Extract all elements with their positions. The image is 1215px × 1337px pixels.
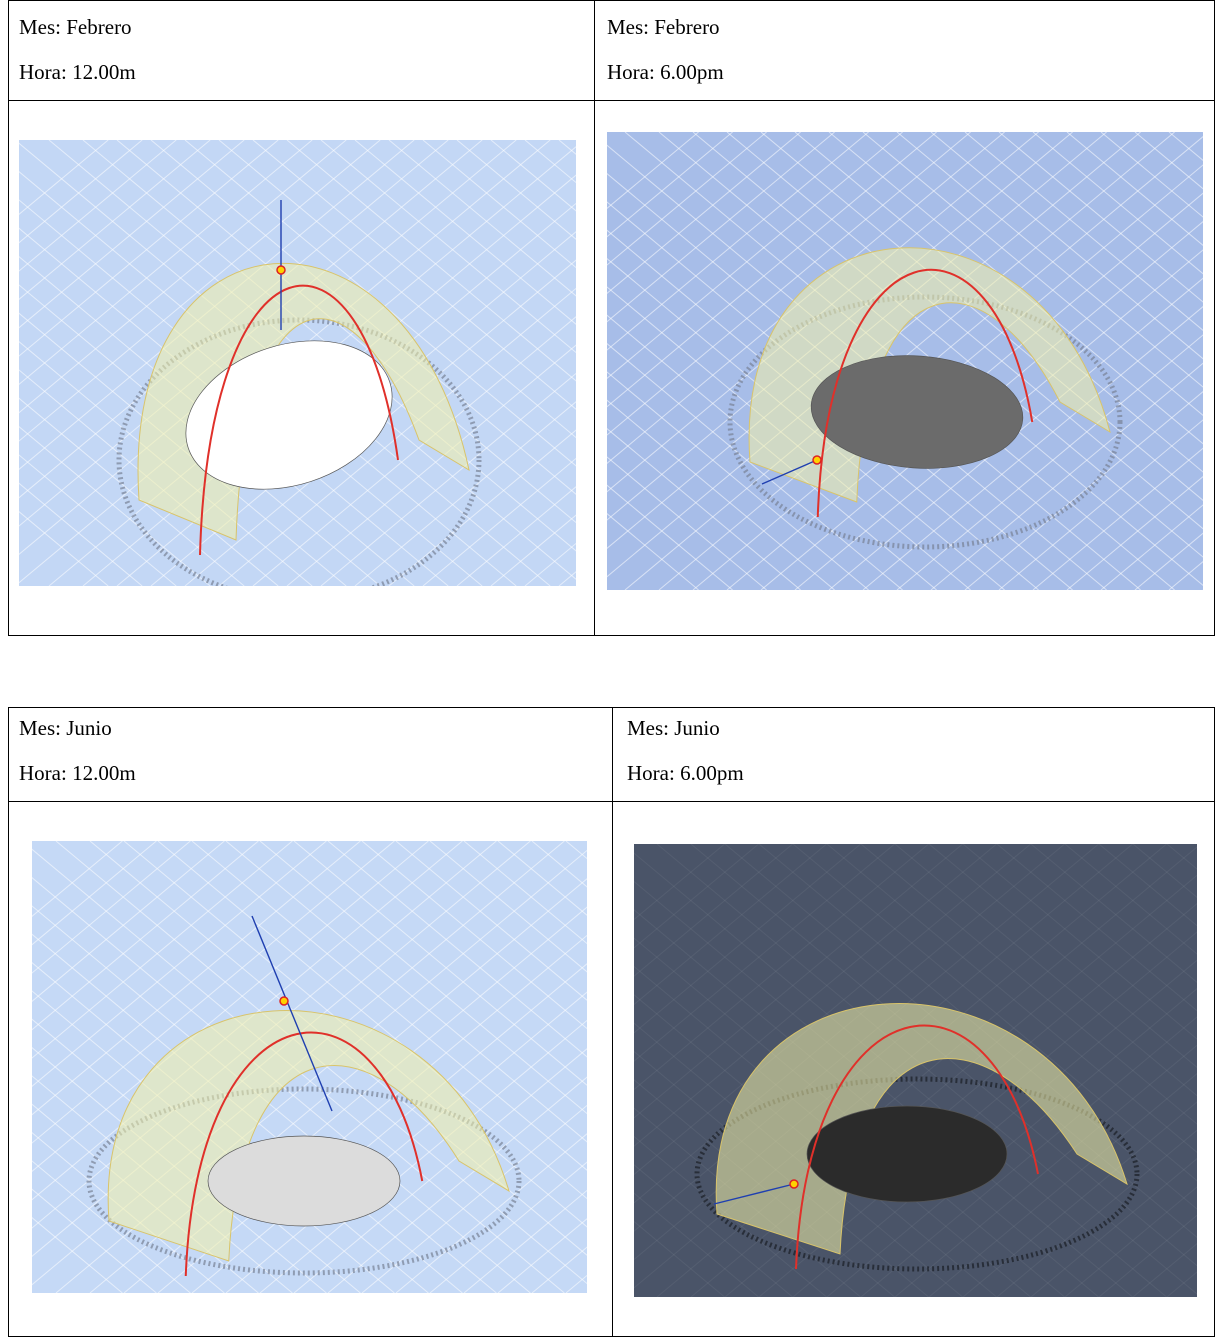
table-february: Mes: Febrero Hora: 12.00m Mes: Febrero H… [8,0,1215,636]
column-divider [612,708,613,1336]
sun-path-diagram-june-6pm-canvas [634,844,1197,1297]
compass-ring [86,1086,522,1276]
row-divider [9,801,1214,802]
sun-path-diagram-june-6pm [634,844,1197,1297]
sun-path-band [715,1003,1128,1255]
sun-path-diagram-february-noon-canvas [19,140,576,586]
cell-time-label: Hora: 6.00pm [607,60,724,84]
plot-background [634,844,1197,1297]
site-ellipse [806,1105,1008,1203]
table-june: Mes: Junio Hora: 12.00m Mes: Junio Hora:… [8,707,1215,1337]
sun-position-marker [812,455,822,465]
daily-sun-path-line [199,284,399,556]
sun-path-band [107,1010,510,1262]
site-ellipse [185,340,393,490]
daily-sun-path-line [184,1031,424,1277]
sun-path-diagram-june-noon-canvas [32,841,587,1293]
sun-path-diagram-february-noon [19,140,576,586]
sun-vector-line [761,459,818,485]
cell-time-label: Hora: 6.00pm [627,761,744,785]
cell-time-label: Hora: 12.00m [19,60,136,84]
cell-time-label: Hora: 12.00m [19,761,136,785]
sun-position-marker [276,265,286,275]
sun-path-diagram-february-6pm-canvas [607,132,1203,590]
sun-path-diagram-june-noon [32,841,587,1293]
daily-sun-path-line [816,268,1034,518]
site-ellipse [810,355,1024,469]
daily-sun-path-line [795,1024,1039,1270]
ground-grid [32,841,587,1293]
cell-month-label: Mes: Junio [19,716,112,740]
sun-position-marker [789,1179,799,1189]
column-divider [594,1,595,635]
row-divider [9,100,1214,101]
sun-position-marker [279,996,289,1006]
compass-ring [727,294,1123,550]
site-ellipse [207,1135,401,1227]
cell-month-label: Mes: Junio [627,716,720,740]
sun-vector-line [251,915,333,1112]
sun-vector-line [713,1183,795,1205]
compass-ring [694,1076,1140,1272]
cell-month-label: Mes: Febrero [19,15,132,39]
sun-path-diagram-february-6pm [607,132,1203,590]
cell-month-label: Mes: Febrero [607,15,720,39]
